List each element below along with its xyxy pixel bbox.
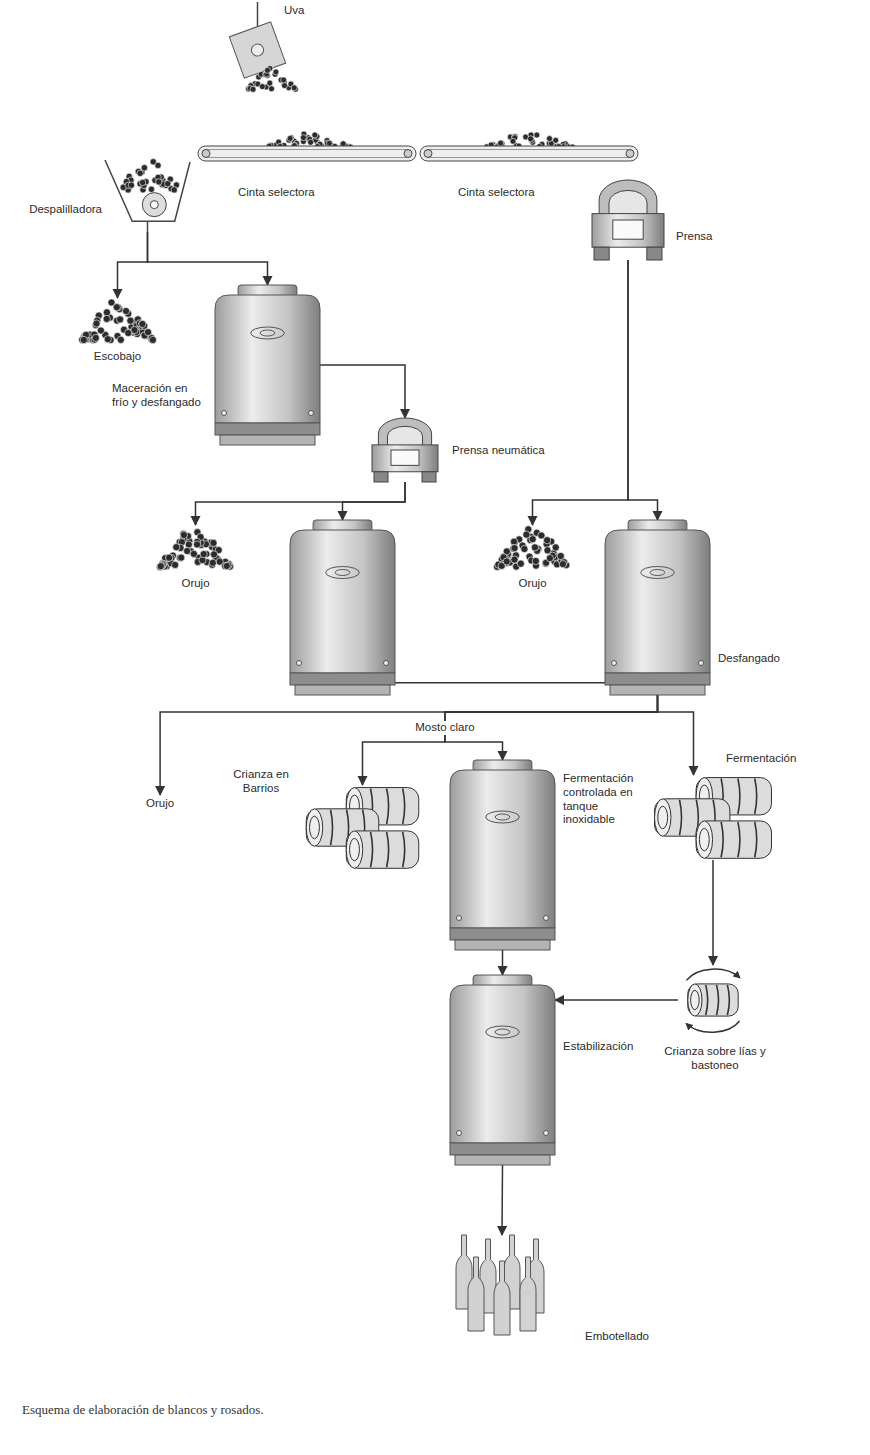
- node-label: Maceración en frío y desfangado: [112, 382, 207, 410]
- press-drawing: [590, 180, 666, 260]
- belt-shape: Cinta selectora: [198, 132, 416, 162]
- node-label: Orujo: [148, 577, 243, 591]
- node-label: Fermentación controlada en tanque inoxid…: [563, 772, 645, 827]
- flow-connector: [343, 482, 406, 520]
- rot-drawing: [678, 965, 748, 1035]
- press-shape: Prensa: [590, 180, 666, 260]
- pile-shape: Orujo: [158, 525, 233, 570]
- bottles-drawing: [442, 1235, 562, 1335]
- flow-connector: [502, 950, 504, 975]
- node-label: Despalilladora: [5, 203, 102, 217]
- pile-drawing: [158, 525, 233, 570]
- flow-connector: [118, 232, 148, 298]
- tank-shape: [290, 520, 395, 695]
- node-label: Cinta selectora: [458, 186, 588, 200]
- node-label: Crianza sobre lías y bastoneo: [655, 1045, 775, 1073]
- caption: Esquema de elaboración de blancos y rosa…: [22, 1402, 264, 1418]
- flow-connector: [628, 260, 658, 520]
- tank-drawing: [450, 760, 555, 950]
- tank-drawing: [605, 520, 710, 695]
- pile-drawing: [80, 298, 155, 343]
- node-label: Prensa neumática: [452, 444, 562, 458]
- node-label: Fermentación: [726, 752, 836, 766]
- node-label: Cinta selectora: [238, 186, 368, 200]
- barrels-shape: Fermentación: [648, 775, 778, 860]
- barrels-shape: Crianza en Barrios: [300, 785, 425, 870]
- pile-shape: Orujo: [495, 525, 570, 570]
- node-label: Crianza en Barrios: [228, 768, 294, 796]
- belt-drawing: [420, 132, 638, 162]
- press-shape: Prensa neumática: [370, 418, 440, 482]
- flow-connector: [712, 860, 714, 965]
- node-label: Orujo: [485, 577, 580, 591]
- uva-drawing: [225, 22, 290, 90]
- node-label: Escobajo: [70, 350, 165, 364]
- edge-label: Mosto claro: [412, 721, 477, 735]
- flow-connector: [395, 682, 605, 684]
- node-label: Embotellado: [585, 1330, 705, 1344]
- bottles-shape: Embotellado: [442, 1235, 562, 1335]
- hop-drawing: [105, 160, 190, 232]
- tank-shape: Estabilización: [450, 975, 555, 1165]
- barrels-drawing: [300, 785, 425, 870]
- node-label: Prensa: [676, 230, 766, 244]
- press-drawing: [370, 418, 440, 482]
- flow-connector: [658, 695, 694, 775]
- belt-drawing: [198, 132, 416, 162]
- flow-connector: [555, 999, 678, 1001]
- rot-shape: Crianza sobre lías y bastoneo: [678, 965, 748, 1035]
- flow-connector: [533, 260, 629, 525]
- uva-shape: Uva: [225, 22, 290, 90]
- tank-drawing: [450, 975, 555, 1165]
- flow-connector: [501, 1165, 503, 1235]
- flow-connector: [148, 232, 268, 285]
- tank-drawing: [215, 285, 320, 445]
- tank-drawing: [290, 520, 395, 695]
- node-label: Estabilización: [563, 1040, 648, 1054]
- barrels-drawing: [648, 775, 778, 860]
- node-label: Desfangado: [718, 652, 818, 666]
- hop-shape: Despalilladora: [105, 160, 190, 232]
- node-label: Orujo: [146, 797, 174, 811]
- tank-shape: Maceración en frío y desfangado: [215, 285, 320, 445]
- pile-drawing: [495, 525, 570, 570]
- pile-shape: Escobajo: [80, 298, 155, 343]
- tank-shape: Desfangado: [605, 520, 710, 695]
- node-label: Uva: [284, 4, 324, 18]
- belt-shape: Cinta selectora: [420, 132, 638, 162]
- flow-connector: [196, 482, 406, 525]
- flow-connector: [320, 365, 405, 418]
- tank-shape: Fermentación controlada en tanque inoxid…: [450, 760, 555, 950]
- text-node: Orujo: [140, 795, 180, 813]
